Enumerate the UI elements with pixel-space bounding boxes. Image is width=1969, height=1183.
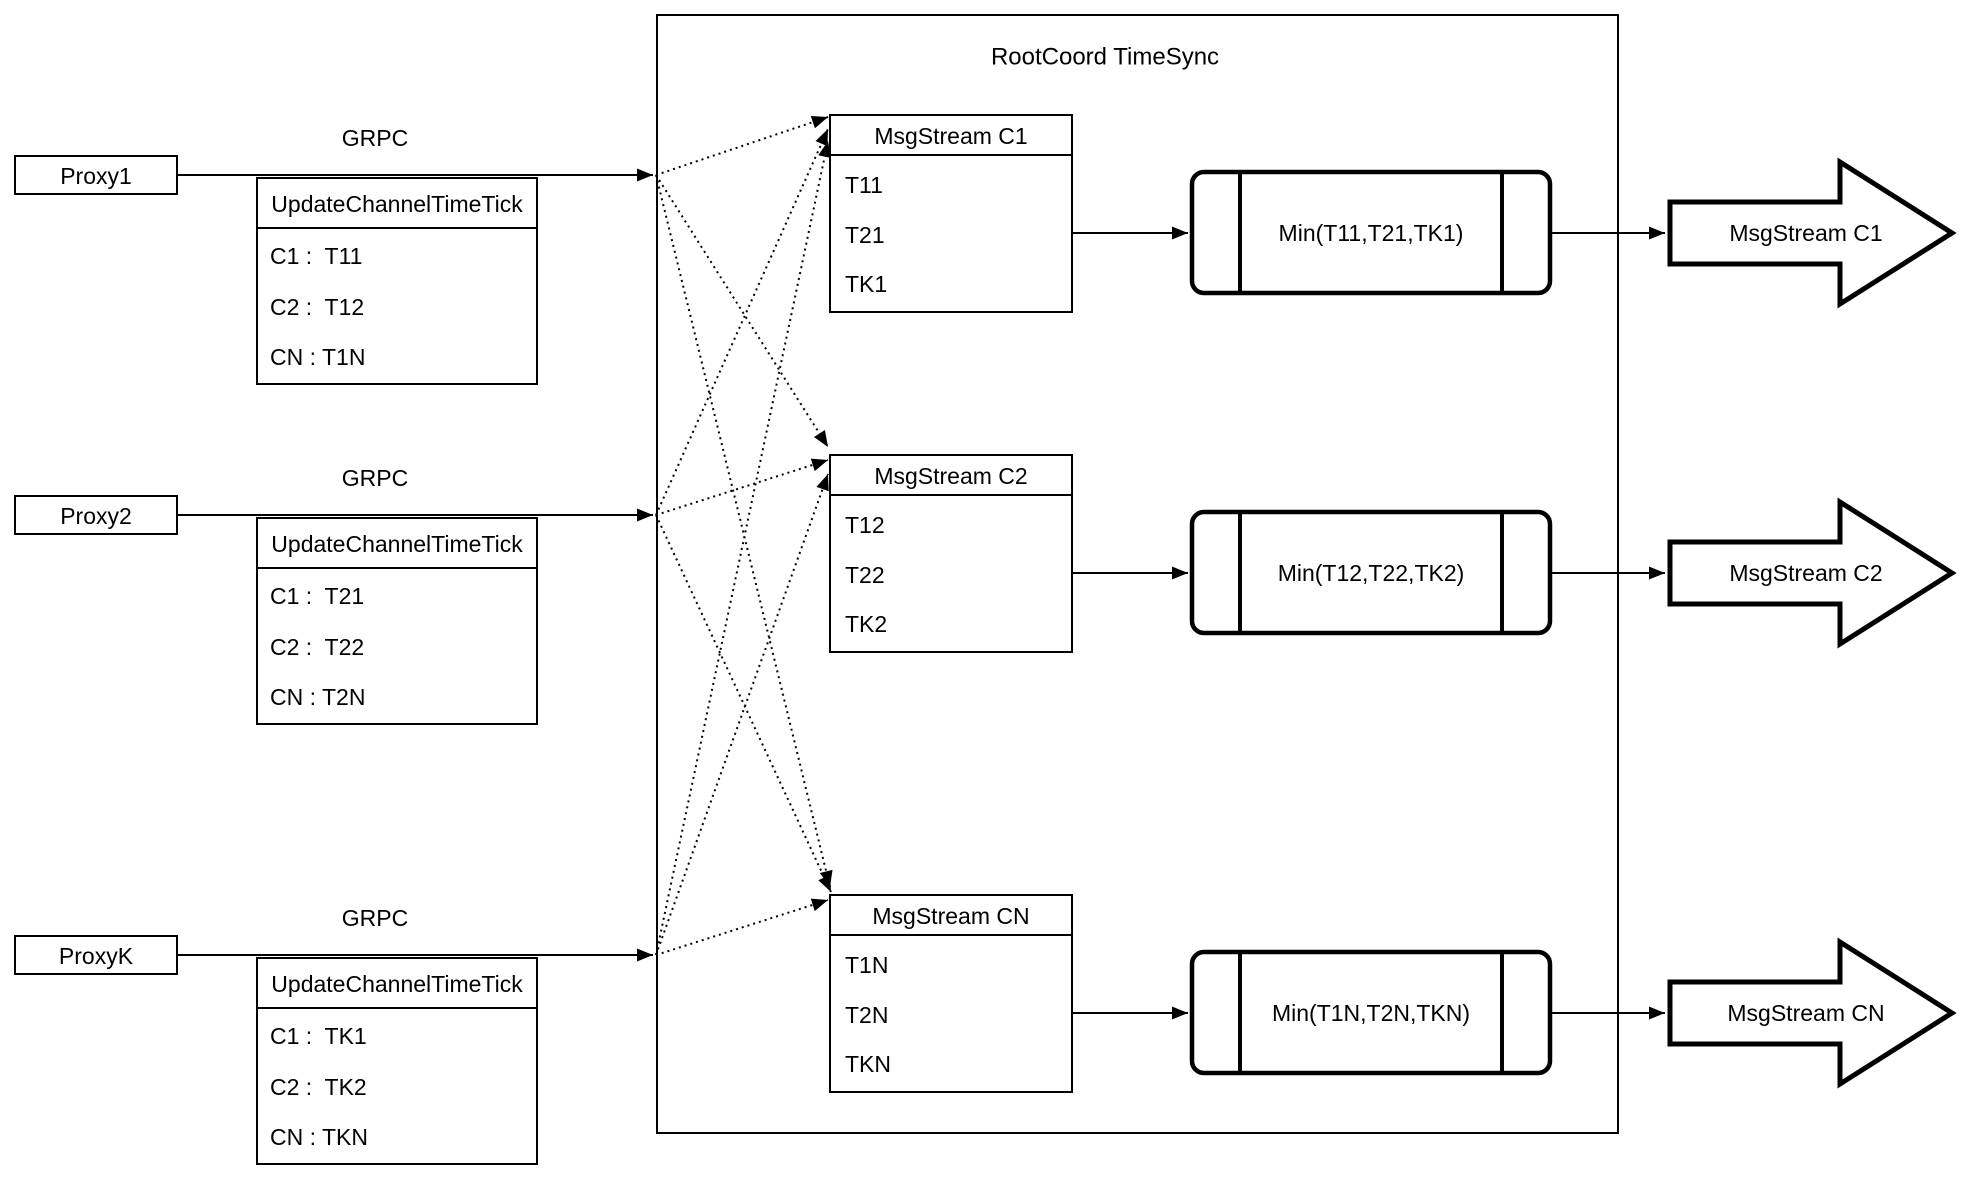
output-arrow-cn-label: MsgStream CN — [1727, 1000, 1884, 1026]
timetick-dispatch-edges — [655, 115, 833, 956]
output-arrow-cn — [1667, 937, 1957, 1089]
stream-c1-group: MsgStream C1 T11 T21 TK1 Min(T11,T21,TK1… — [829, 114, 1957, 313]
dotted-edge-proxy2-to-msgstream-c1 — [655, 128, 829, 516]
proxy1-box — [14, 155, 178, 195]
msgstream-c1-table — [829, 114, 1073, 313]
proxy2-timetick-row: C1 : T21 — [270, 583, 364, 609]
dotted-edge-proxy1-to-msgstream-cn — [655, 174, 833, 888]
msgstream-c2-row: TK2 — [845, 611, 887, 637]
msgstream-cn-row: TKN — [845, 1051, 891, 1077]
proxy2-group: Proxy2 GRPC UpdateChannelTimeTick C1 : T… — [14, 465, 653, 725]
proxyk-grpc-label: GRPC — [342, 905, 408, 931]
dotted-edge-proxyk-to-msgstream-c1 — [655, 140, 832, 956]
proxy2-timetick-row: C2 : T22 — [270, 634, 364, 660]
proxy2-timetick-table — [256, 517, 538, 725]
stream-c2-group: MsgStream C2 T12 T22 TK2 Min(T12,T22,TK2… — [829, 454, 1957, 653]
proxy1-timetick-table — [256, 177, 538, 385]
proxyk-timetick-row: C1 : TK1 — [270, 1023, 367, 1049]
output-arrow-c1-label: MsgStream C1 — [1729, 220, 1882, 246]
proxyk-timetick-table — [256, 957, 538, 1165]
msgstream-c1-row: T21 — [845, 222, 885, 248]
proxyk-group: ProxyK GRPC UpdateChannelTimeTick C1 : T… — [14, 905, 653, 1165]
output-arrow-c2 — [1667, 497, 1957, 649]
proxy2-timetick-row: CN : T2N — [270, 684, 365, 710]
proxy1-label: Proxy1 — [60, 163, 132, 189]
min-node-c1-label: Min(T11,T21,TK1) — [1279, 220, 1464, 246]
proxyk-timetick-table-title: UpdateChannelTimeTick — [271, 971, 523, 997]
rootcoord-title: RootCoord TimeSync — [991, 44, 1219, 71]
dotted-edge-proxyk-to-msgstream-c2 — [655, 473, 829, 956]
dotted-edge-proxy2-to-msgstream-c2 — [655, 458, 829, 516]
dotted-edge-proxy1-to-msgstream-c1 — [655, 115, 829, 176]
proxy1-timetick-row: C1 : T11 — [270, 243, 362, 269]
output-arrow-c2-label: MsgStream C2 — [1729, 560, 1882, 586]
proxy2-label: Proxy2 — [60, 503, 132, 529]
msgstream-c1-row: TK1 — [845, 271, 887, 297]
msgstream-cn-row: T2N — [845, 1002, 888, 1028]
msgstream-c1-row: T11 — [845, 172, 883, 198]
proxy1-grpc-label: GRPC — [342, 125, 408, 151]
proxy1-group: Proxy1 GRPC UpdateChannelTimeTick C1 : T… — [14, 125, 653, 385]
msgstream-c2-table-title: MsgStream C2 — [874, 463, 1027, 489]
msgstream-c2-row: T22 — [845, 562, 885, 588]
proxyk-label: ProxyK — [59, 943, 134, 969]
dotted-edge-proxyk-to-msgstream-cn — [655, 898, 829, 956]
msgstream-cn-table — [829, 894, 1073, 1093]
proxy1-timetick-row: C2 : T12 — [270, 294, 364, 320]
msgstream-cn-row: T1N — [845, 952, 888, 978]
proxy1-timetick-table-title: UpdateChannelTimeTick — [271, 191, 523, 217]
proxyk-timetick-row: CN : TKN — [270, 1124, 368, 1150]
proxy2-timetick-table-title: UpdateChannelTimeTick — [271, 531, 523, 557]
min-node-c2-label: Min(T12,T22,TK2) — [1278, 560, 1465, 586]
min-node-cn-label: Min(T1N,T2N,TKN) — [1272, 1000, 1470, 1026]
msgstream-c2-row: T12 — [845, 512, 885, 538]
proxy2-grpc-label: GRPC — [342, 465, 408, 491]
msgstream-c2-table — [829, 454, 1073, 653]
proxyk-box — [14, 935, 178, 975]
msgstream-cn-table-title: MsgStream CN — [872, 903, 1029, 929]
proxy1-timetick-row: CN : T1N — [270, 344, 365, 370]
stream-cn-group: MsgStream CN T1N T2N TKN Min(T1N,T2N,TKN… — [829, 894, 1957, 1093]
proxyk-timetick-row: C2 : TK2 — [270, 1074, 367, 1100]
msgstream-c1-table-title: MsgStream C1 — [874, 123, 1027, 149]
output-arrow-c1 — [1667, 157, 1957, 309]
